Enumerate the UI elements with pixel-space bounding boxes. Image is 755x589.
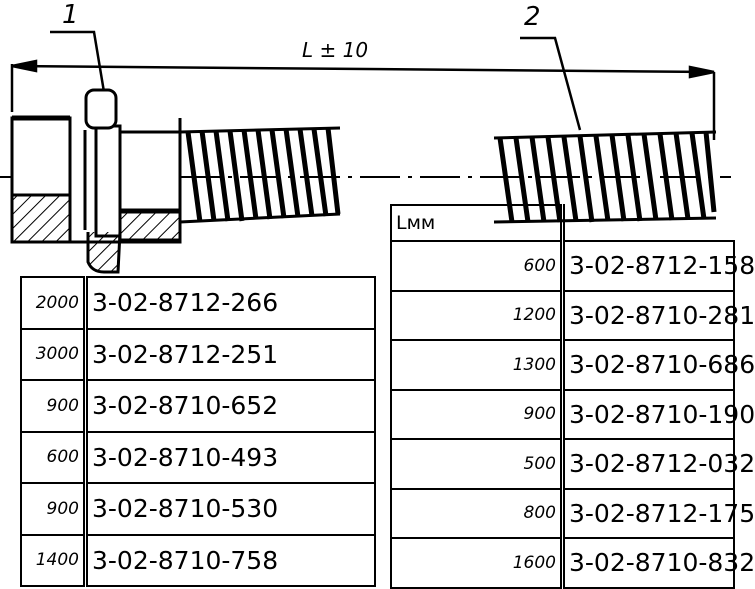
code-cell: 3-02-8712-175 — [561, 487, 755, 539]
leader-line-1 — [50, 30, 106, 93]
length-cell: 1200 — [390, 289, 565, 341]
table-header-row: Lмм — [390, 204, 734, 242]
length-cell: 900 — [20, 379, 88, 433]
code-cell: 3-02-8712-158 — [561, 240, 755, 292]
table-row: 500 3-02-8712-032 — [390, 438, 755, 490]
table-row: 1600 3-02-8710-832 — [390, 537, 755, 589]
code-cell: 3-02-8710-190 — [561, 388, 755, 440]
length-cell: 1300 — [390, 339, 565, 391]
length-cell: 900 — [20, 482, 88, 536]
code-cell: 3-02-8710-686 — [561, 339, 755, 391]
dimension-line — [10, 59, 716, 140]
code-cell: 3-02-8710-281 — [561, 289, 755, 341]
code-cell: 3-02-8712-251 — [84, 327, 376, 381]
hose-segment-left — [179, 126, 341, 224]
length-code-table-left: 2000 3-02-8712-266 3000 3-02-8712-251 90… — [20, 276, 376, 587]
code-cell: 3-02-8710-832 — [561, 537, 755, 589]
length-cell: 800 — [390, 487, 565, 539]
length-cell: 900 — [390, 388, 565, 440]
code-cell: 3-02-8712-032 — [561, 438, 755, 490]
table-row: 1300 3-02-8710-686 — [390, 339, 755, 391]
table-row: 900 3-02-8710-530 — [20, 482, 376, 536]
length-cell: 600 — [20, 430, 88, 484]
table-row: 3000 3-02-8712-251 — [20, 327, 376, 381]
fitting — [10, 88, 182, 274]
part-label-1: 1 — [62, 0, 79, 30]
table-row: 1200 3-02-8710-281 — [390, 289, 755, 341]
length-cell: 3000 — [20, 327, 88, 381]
length-cell: 500 — [390, 438, 565, 490]
code-cell: 3-02-8710-758 — [84, 533, 376, 587]
code-cell: 3-02-8712-266 — [84, 276, 376, 330]
table-row: 900 3-02-8710-190 — [390, 388, 755, 440]
table-row: 600 3-02-8712-158 — [390, 240, 755, 292]
code-cell: 3-02-8710-493 — [84, 430, 376, 484]
length-cell: 600 — [390, 240, 565, 292]
header-blank-cell — [561, 205, 734, 242]
table-row: 600 3-02-8710-493 — [20, 430, 376, 484]
length-header: Lмм — [390, 204, 565, 242]
table-row: 900 3-02-8710-652 — [20, 379, 376, 433]
length-code-table-right: Lмм 600 3-02-8712-158 1200 3-02-8710-281… — [390, 204, 755, 589]
code-cell: 3-02-8710-530 — [84, 482, 376, 536]
length-cell: 1600 — [390, 537, 565, 589]
table-row: 800 3-02-8712-175 — [390, 487, 755, 539]
length-cell: 2000 — [20, 276, 88, 330]
table-row: 2000 3-02-8712-266 — [20, 276, 376, 330]
part-label-2: 2 — [524, 2, 541, 32]
code-cell: 3-02-8710-652 — [84, 379, 376, 433]
dimension-label: L ± 10 — [302, 38, 369, 62]
leader-line-2 — [520, 36, 582, 131]
length-cell: 1400 — [20, 533, 88, 587]
hose-assembly-drawing — [0, 30, 731, 274]
table-row: 1400 3-02-8710-758 — [20, 533, 376, 587]
